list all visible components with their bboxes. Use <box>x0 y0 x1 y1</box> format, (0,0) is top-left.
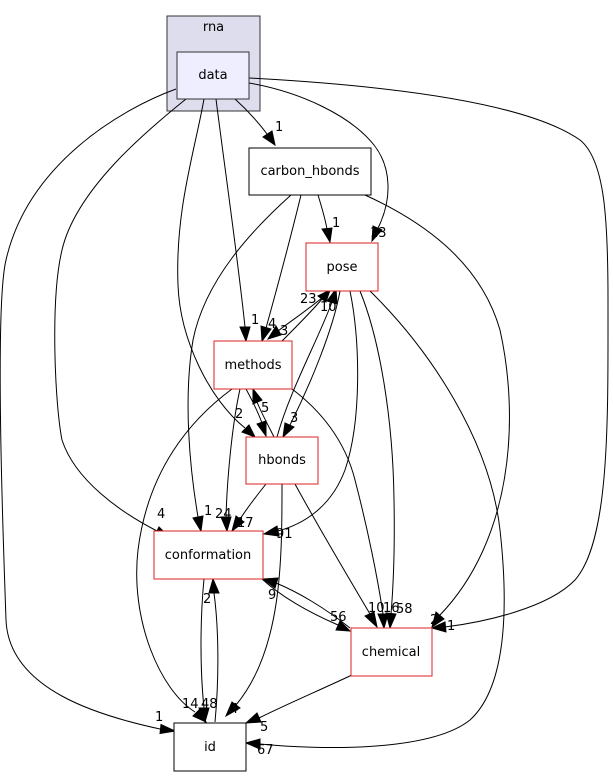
edge-label-hbonds-to-methods: 5 <box>261 401 269 416</box>
node-pose[interactable]: pose <box>305 242 379 292</box>
edge-label-chemical-to-id: 5 <box>260 720 268 735</box>
edge-methods-to-id: 14 <box>136 388 233 724</box>
edge-methods-to-chemical: 16 <box>291 388 400 630</box>
edge-label-hbonds-to-pose: 10 <box>320 300 337 315</box>
node-conformation-box <box>153 530 264 580</box>
node-hbonds[interactable]: hbonds <box>245 436 319 485</box>
edge-label-id-to-conformation: 2 <box>203 592 211 607</box>
edge-label-methods-to-hbonds: 2 <box>235 407 243 422</box>
edge-data-to-methods: 1 <box>215 98 259 343</box>
edge-pose-to-hbonds: 3 <box>282 290 341 439</box>
edge-data-to-pose: 13 <box>248 82 389 243</box>
node-carbon-hbonds-label: carbon_hbonds <box>260 164 359 179</box>
edge-label-chemical-to-conformation: 56 <box>330 610 347 625</box>
edge-label-methods-to-conformation: 24 <box>215 507 232 522</box>
edge-label-hbonds-to-id: 4 <box>230 702 238 717</box>
edge-data-to-id: 1 <box>0 88 177 735</box>
edge-conformation-to-chemical: 9 <box>261 578 352 632</box>
edge-hbonds-to-conformation: 17 <box>231 483 267 533</box>
edge-label-carbon-hbonds-to-methods: 4 <box>268 317 276 332</box>
edge-label-carbon-hbonds-to-chemical: 2 <box>430 613 438 628</box>
edge-methods-to-conformation: 24 <box>215 388 241 533</box>
edge-label-conformation-to-chemical: 9 <box>268 588 276 603</box>
edge-label-data-to-methods: 1 <box>251 313 259 328</box>
edge-label-carbon-hbonds-to-conformation: 1 <box>204 504 212 519</box>
node-hbonds-box <box>245 436 319 485</box>
edge-hbonds-to-pose: 10 <box>276 287 338 438</box>
node-methods-box <box>213 340 293 390</box>
node-conformation[interactable]: conformation <box>153 530 264 580</box>
edge-methods-to-hbonds: 2 <box>235 388 267 438</box>
edge-label-pose-to-hbonds: 3 <box>290 411 298 426</box>
edge-label-data-to-carbon-hbonds: 1 <box>275 120 283 135</box>
edge-chemical-to-id: 5 <box>244 674 353 735</box>
edge-chemical-to-conformation: 56 <box>261 577 351 629</box>
edge-data-to-hbonds <box>177 98 257 438</box>
node-chemical-label: chemical <box>362 645 420 660</box>
edge-carbon-hbonds-to-conformation: 1 <box>187 194 292 533</box>
node-methods-label: methods <box>225 358 282 373</box>
edge-pose-to-conformation: 91 <box>262 290 359 542</box>
edge-label-carbon-hbonds-to-pose: 1 <box>332 216 340 231</box>
edge-conformation-to-id: 48 <box>198 578 218 724</box>
node-methods[interactable]: methods <box>213 340 293 390</box>
edge-id-to-conformation: 2 <box>203 577 220 723</box>
node-hbonds-label: hbonds <box>258 453 306 468</box>
edge-data-to-conformation: 4 <box>54 98 187 538</box>
edge-label-pose-to-conformation: 91 <box>276 527 293 542</box>
edge-carbon-hbonds-to-chemical: 2 <box>364 194 510 629</box>
edge-pose-to-id: 67 <box>244 290 505 758</box>
node-id-box <box>173 722 247 772</box>
node-data[interactable]: data <box>176 51 250 100</box>
node-chemical[interactable]: chemical <box>350 627 433 677</box>
node-carbon-hbonds[interactable]: carbon_hbonds <box>248 147 372 196</box>
edge-label-data-to-pose: 13 <box>370 226 387 241</box>
node-carbon-hbonds-box <box>248 147 372 196</box>
edge-hbonds-to-chemical: 10 <box>294 483 385 629</box>
edge-hbonds-to-methods: 5 <box>252 387 275 438</box>
node-pose-box <box>305 242 379 292</box>
edge-label-data-to-conformation: 4 <box>157 507 165 522</box>
edge-hbonds-to-id: 4 <box>224 483 283 718</box>
edge-pose-to-chemical: 58 <box>359 290 413 630</box>
node-data-box <box>176 51 250 100</box>
edge-label-pose-to-id: 67 <box>257 743 274 758</box>
edge-carbon-hbonds-to-pose: 1 <box>317 194 340 244</box>
edge-label-methods-to-chemical: 16 <box>383 601 400 616</box>
node-id[interactable]: id <box>173 722 247 772</box>
cluster-rna-label: rna <box>203 20 224 35</box>
edge-data-to-carbon-hbonds: 1 <box>234 98 283 147</box>
edge-data-to-chemical: 1 <box>248 77 609 634</box>
edge-label-conformation-to-id: 48 <box>201 697 218 712</box>
edge-label-methods-to-id: 14 <box>182 697 199 712</box>
edge-label-methods-to-pose: 23 <box>300 292 317 307</box>
node-data-label: data <box>198 68 227 83</box>
edge-label-data-to-id: 1 <box>155 710 163 725</box>
node-pose-label: pose <box>327 260 358 275</box>
edge-label-hbonds-to-conformation: 17 <box>237 516 254 531</box>
edge-label-pose-to-chemical: 58 <box>396 602 413 617</box>
edge-label-pose-to-methods: 3 <box>280 324 288 339</box>
edge-label-data-to-chemical: 1 <box>447 619 455 634</box>
node-conformation-label: conformation <box>165 548 252 563</box>
edge-methods-to-pose: 23 <box>281 289 331 342</box>
edge-carbon-hbonds-to-methods: 4 <box>260 194 302 343</box>
edge-label-hbonds-to-chemical: 10 <box>368 601 385 616</box>
node-id-label: id <box>204 740 216 755</box>
node-chemical-box <box>350 627 433 677</box>
